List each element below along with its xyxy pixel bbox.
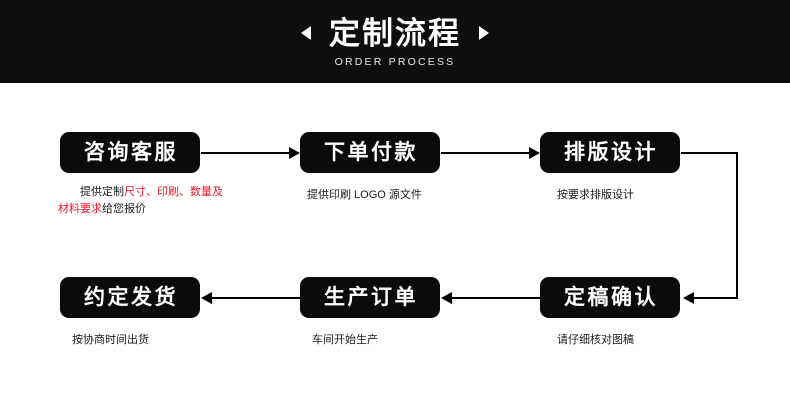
page-subtitle: ORDER PROCESS (334, 55, 456, 68)
arrow-step4-to-step5-head (441, 292, 452, 304)
step-box-1-consult[interactable]: 咨询客服 (60, 132, 200, 173)
caption-1-part-3: 给您报价 (102, 202, 146, 215)
step-box-4-final-confirm[interactable]: 定稿确认 (540, 277, 680, 318)
step-caption-4: 请仔细核对图稿 (557, 334, 634, 346)
arrow-step5-to-step6-head (201, 292, 212, 304)
arrow-step4-to-step5-line (452, 297, 540, 299)
arrow-step1-to-step2-head (289, 147, 300, 159)
triangle-left-icon (301, 26, 311, 40)
elbow-vertical-segment (736, 152, 738, 299)
step-label-3: 排版设计 (564, 141, 658, 164)
step-caption-1: 提供定制尺寸、印刷、数量及材料要求给您报价 (58, 184, 226, 217)
step-label-2: 下单付款 (324, 141, 418, 164)
header-content: 定制流程 ORDER PROCESS (0, 0, 790, 83)
header-banner: 定制流程 ORDER PROCESS (0, 0, 790, 83)
step-box-5-production[interactable]: 生产订单 (300, 277, 440, 318)
triangle-right-icon (479, 26, 489, 40)
step-caption-5: 车间开始生产 (312, 334, 378, 346)
arrow-step1-to-step2-line (201, 152, 291, 154)
step-label-6: 约定发货 (84, 286, 178, 309)
step-label-5: 生产订单 (324, 286, 418, 309)
step-caption-2: 提供印刷 LOGO 源文件 (307, 189, 422, 201)
step-label-1: 咨询客服 (84, 141, 178, 164)
step-caption-6: 按协商时间出货 (72, 334, 149, 346)
arrow-step2-to-step3-head (529, 147, 540, 159)
arrow-step5-to-step6-line (212, 297, 300, 299)
page-title: 定制流程 (329, 15, 461, 51)
caption-1-part-2-highlight: 尺寸、印刷、数量及材料要求 (58, 186, 223, 215)
step-box-3-layout[interactable]: 排版设计 (540, 132, 680, 173)
step-label-4: 定稿确认 (564, 286, 658, 309)
elbow-bottom-segment (694, 297, 738, 299)
elbow-top-segment (681, 152, 738, 154)
step-caption-3: 按要求排版设计 (557, 189, 634, 201)
caption-1-part-1: 提供定制 (80, 186, 124, 198)
arrow-step2-to-step3-line (441, 152, 531, 154)
step-box-2-payment[interactable]: 下单付款 (300, 132, 440, 173)
step-box-6-shipping[interactable]: 约定发货 (60, 277, 200, 318)
elbow-arrow-head (683, 292, 694, 304)
header-title-row: 定制流程 (301, 18, 489, 49)
